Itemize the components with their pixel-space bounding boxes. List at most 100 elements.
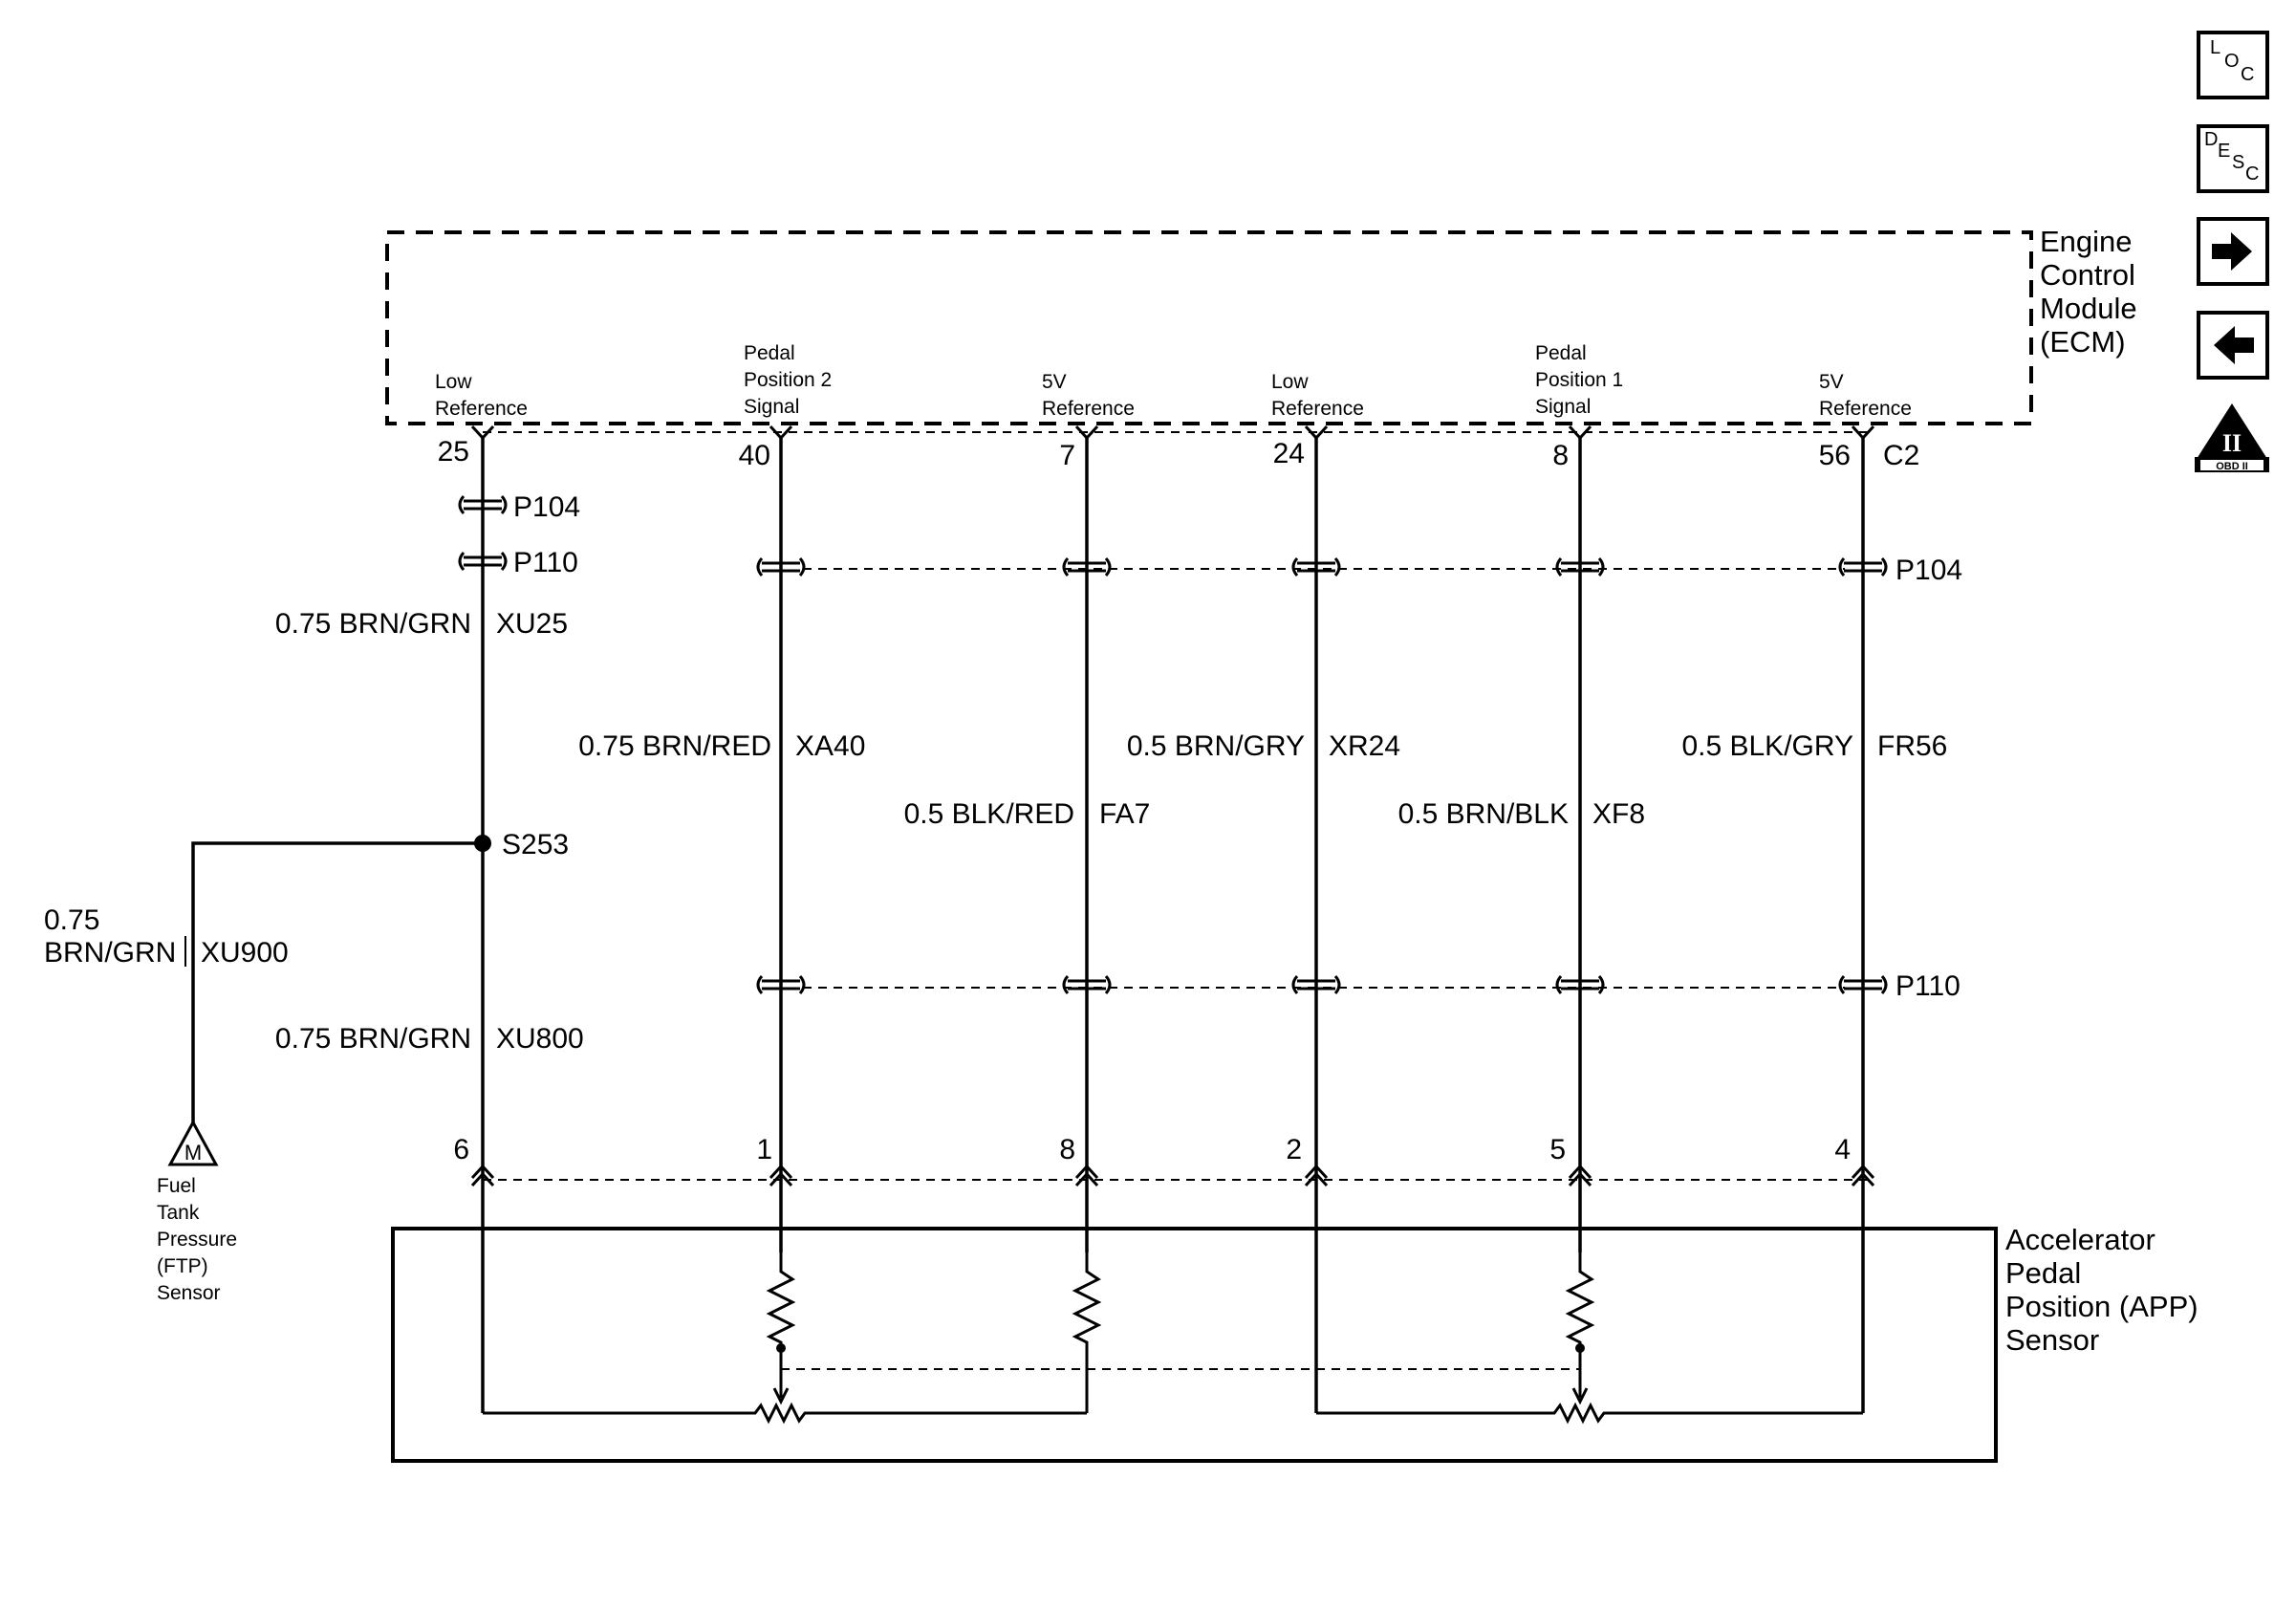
ecm-connector-id: C2 — [1883, 440, 1919, 471]
app-sensor-name: Accelerator Pedal Position (APP) Sensor — [2005, 1223, 2199, 1357]
branch-size-line: 0.75 — [44, 904, 99, 936]
ecm-module-box — [385, 230, 2033, 425]
terminal-label: Reference — [1819, 398, 1912, 420]
ftp-name-line: Sensor — [157, 1282, 221, 1304]
desc-letter: C — [2245, 163, 2260, 185]
branch-size-line: BRN/GRN — [44, 937, 176, 969]
app-potentiometer-2 — [1316, 1402, 1863, 1425]
loc-button[interactable]: L O C — [2197, 31, 2269, 99]
arrow-right-icon — [2212, 232, 2252, 271]
next-page-button[interactable] — [2197, 217, 2269, 286]
terminal-label: Pedal — [744, 342, 795, 364]
app-pin-number: 4 — [1834, 1134, 1851, 1165]
app-name-line: Sensor — [2005, 1323, 2099, 1357]
splice-label: S253 — [502, 829, 569, 860]
wire-label-dividers — [184, 608, 1864, 1054]
wire-size-color: 0.5 BRN/BLK — [1398, 798, 1569, 830]
app-internal-circuit — [483, 1252, 1863, 1425]
ecm-pin-number: 8 — [1552, 440, 1569, 471]
terminal-label: Reference — [1271, 398, 1364, 420]
connector-label: P110 — [1895, 970, 1960, 1002]
desc-letter: D — [2204, 129, 2219, 150]
app-resistor-1 — [766, 1252, 796, 1360]
ftp-name-line: Tank — [157, 1202, 200, 1224]
terminal-label: Pedal — [1535, 342, 1587, 364]
app-pin-number: 2 — [1286, 1134, 1302, 1165]
terminal-label: 5V — [1819, 371, 1844, 393]
terminal-label: Signal — [744, 396, 799, 418]
obd-ii-button[interactable]: II OBD II — [2191, 400, 2273, 476]
wire-circuit: XF8 — [1592, 798, 1645, 830]
wire-size-color: 0.5 BLK/GRY — [1681, 730, 1853, 762]
ftp-name-line: Pressure — [157, 1229, 237, 1251]
previous-page-button[interactable] — [2197, 311, 2269, 380]
app-name-line: Pedal — [2005, 1256, 2081, 1290]
wire-circuit: FR56 — [1877, 730, 1947, 762]
ftp-sensor-letter: M — [184, 1141, 202, 1165]
app-pin-number: 6 — [453, 1134, 469, 1165]
connector-label: P104 — [513, 491, 580, 523]
terminal-label: Reference — [1042, 398, 1135, 420]
wires — [481, 436, 1865, 1413]
wire-size-color: 0.75 BRN/GRN — [275, 1023, 471, 1055]
loc-letter: O — [2224, 51, 2240, 72]
obd-ii-icon: II OBD II — [2195, 403, 2269, 472]
ecm-pin-number: 25 — [438, 436, 469, 468]
wire-circuit: XU800 — [496, 1023, 584, 1055]
terminal-label: Reference — [435, 398, 528, 420]
app-pin-number: 8 — [1059, 1134, 1075, 1165]
ecm-name-line: Engine — [2040, 225, 2133, 258]
arrow-left-icon — [2214, 326, 2254, 364]
ecm-pin-number: 40 — [739, 440, 770, 471]
ecm-name: Engine Control Module (ECM) — [2040, 225, 2137, 359]
app-name-line: Accelerator — [2005, 1223, 2155, 1256]
ftp-sensor-name: Fuel Tank Pressure (FTP) Sensor — [157, 1175, 237, 1304]
app-pin-numbers: 6 1 8 2 5 4 — [453, 1134, 1851, 1165]
app-sensor-box — [391, 1227, 1998, 1463]
wire-circuit: FA7 — [1099, 798, 1150, 830]
app-potentiometer-1 — [483, 1402, 1087, 1425]
terminal-label: 5V — [1042, 371, 1067, 393]
app-junction-dot — [776, 1343, 786, 1353]
app-name-line: Position (APP) — [2005, 1290, 2199, 1323]
wire-size-color: 0.75 BRN/GRN — [275, 608, 471, 640]
obd-numeral: II — [2222, 429, 2242, 457]
ecm-pin-number: 56 — [1819, 440, 1851, 471]
ecm-pin-number: 24 — [1273, 438, 1305, 469]
desc-letter: E — [2218, 141, 2231, 162]
obd-label: OBD II — [2216, 461, 2248, 472]
terminal-label: Low — [435, 371, 472, 393]
desc-button[interactable]: D E S C — [2197, 124, 2269, 193]
ecm-name-line: Control — [2040, 258, 2135, 292]
wire-size-color: 0.5 BRN/GRY — [1127, 730, 1305, 762]
branch-circuit: XU900 — [201, 937, 289, 969]
app-junction-dot — [1575, 1343, 1585, 1353]
ecm-pin-number: 7 — [1059, 440, 1075, 471]
loc-letter: C — [2241, 64, 2255, 85]
app-pin-number: 5 — [1549, 1134, 1566, 1165]
wire-circuit: XU25 — [496, 608, 568, 640]
connector-label: P104 — [1895, 555, 1962, 586]
wire-size-color: 0.5 BLK/RED — [904, 798, 1074, 830]
app-resistor-2 — [1072, 1252, 1102, 1413]
app-resistor-3 — [1565, 1252, 1595, 1360]
ftp-sensor-symbol — [167, 1119, 219, 1166]
wire-xu900 — [191, 841, 483, 1126]
ecm-name-line: (ECM) — [2040, 325, 2126, 359]
wire-circuit: XA40 — [795, 730, 865, 762]
ecm-terminal-labels: Low Reference Pedal Position 2 Signal 5V… — [435, 342, 1912, 420]
connector-label: P110 — [513, 547, 578, 578]
app-pin-chevrons — [470, 1164, 1875, 1187]
ftp-name-line: Fuel — [157, 1175, 196, 1197]
app-pin-number: 1 — [756, 1134, 772, 1165]
ecm-pin-numbers: 25 40 7 24 8 56 — [438, 436, 1851, 471]
wire-circuit: XR24 — [1329, 730, 1400, 762]
wire-size-color: 0.75 BRN/RED — [578, 730, 771, 762]
loc-letter: L — [2210, 37, 2221, 58]
terminal-label: Position 2 — [744, 369, 832, 391]
ecm-name-line: Module — [2040, 292, 2137, 325]
terminal-label: Position 1 — [1535, 369, 1623, 391]
terminal-label: Low — [1271, 371, 1309, 393]
terminal-label: Signal — [1535, 396, 1591, 418]
